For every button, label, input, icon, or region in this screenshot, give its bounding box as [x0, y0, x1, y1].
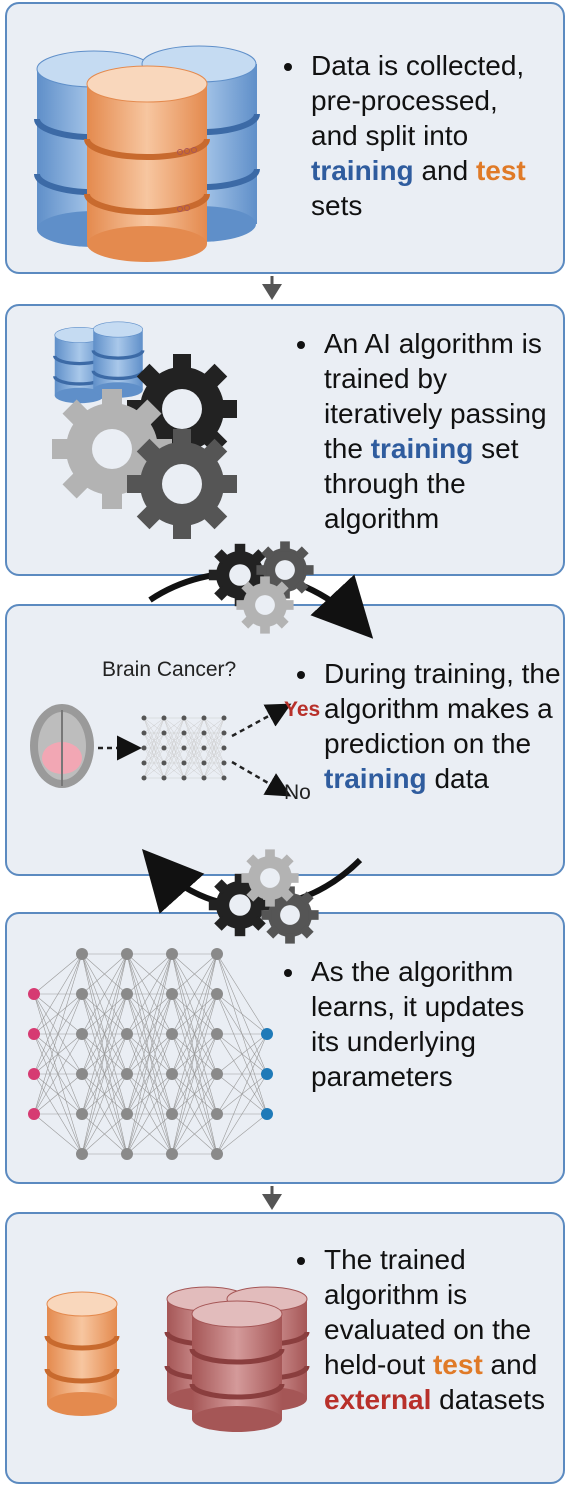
step-1-panel: Data is collected, pre-processed, and sp… — [5, 2, 565, 274]
neural-network-icon — [28, 948, 273, 1160]
step-4-panel: As the algorithm learns, it updates its … — [5, 912, 565, 1184]
no-label: No — [284, 781, 311, 804]
step-3-panel: Brain Cancer? Yes No During training, th… — [5, 604, 565, 876]
step-2-text: An AI algorithm is trained by iterativel… — [292, 326, 557, 536]
arrow-down-icon — [262, 1186, 282, 1210]
database-icon — [34, 45, 260, 262]
step-5-panel: The trained algorithm is evaluated on th… — [5, 1212, 565, 1484]
brain-icon — [30, 704, 94, 788]
brain-cancer-question: Brain Cancer? — [102, 658, 237, 681]
arrow-down-icon — [262, 276, 282, 300]
step-2-panel: An AI algorithm is trained by iterativel… — [5, 304, 565, 576]
database-icon — [44, 1286, 310, 1432]
gear-icon — [52, 321, 237, 539]
prediction-diagram — [30, 703, 292, 797]
step-4-text: As the algorithm learns, it updates its … — [279, 954, 549, 1094]
yes-label: Yes — [284, 698, 321, 721]
step-3-text: During training, the algorithm makes a p… — [292, 656, 562, 796]
step-1-text: Data is collected, pre-processed, and sp… — [279, 48, 549, 223]
step-5-text: The trained algorithm is evaluated on th… — [292, 1242, 557, 1417]
